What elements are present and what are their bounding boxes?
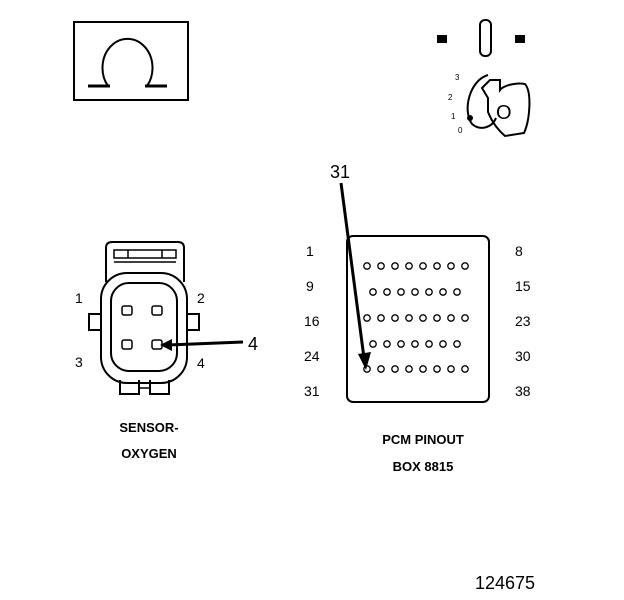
pcm-row-right-30: 30	[515, 348, 531, 364]
pcm-row-left-24: 24	[304, 348, 320, 364]
pcm-pin-21	[433, 314, 441, 322]
pcm-pin-23	[461, 314, 469, 322]
pcm-pin-35	[419, 365, 427, 373]
sensor-pin-label-4: 4	[197, 355, 205, 371]
sensor-pin-label-1: 1	[75, 290, 83, 306]
oxygen-sensor-connector	[88, 241, 200, 395]
pcm-pin-5	[419, 262, 427, 270]
figure-number: 124675	[475, 573, 535, 593]
sensor-terminal-4	[151, 339, 163, 350]
sensor-probe-arrow	[160, 339, 244, 351]
ignition-position-0: 0	[458, 126, 463, 135]
pcm-row-left-31: 31	[304, 383, 320, 399]
pcm-row-right-38: 38	[515, 383, 531, 399]
pcm-pin-26	[397, 340, 405, 348]
pcm-pin-37	[447, 365, 455, 373]
ignition-position-1: 1	[451, 112, 456, 121]
pcm-row-left-16: 16	[304, 313, 320, 329]
ignition-position-2: 2	[448, 93, 453, 102]
ohm-icon	[88, 37, 167, 88]
pcm-pin-25	[383, 340, 391, 348]
pcm-pin-10	[383, 288, 391, 296]
pcm-title-line1: PCM PINOUT	[382, 432, 464, 447]
pcm-row-right-15: 15	[515, 278, 531, 294]
pcm-pin-19	[405, 314, 413, 322]
ignition-key-icon: O	[466, 74, 531, 138]
ohmmeter-symbol	[73, 21, 189, 101]
pcm-pin-8	[461, 262, 469, 270]
pcm-pin-9	[369, 288, 377, 296]
pcm-pin-24	[369, 340, 377, 348]
pcm-pin-33	[391, 365, 399, 373]
ignition-positions: 3 2 1 0	[448, 73, 463, 135]
ignition-switch-icon	[437, 19, 525, 57]
pcm-pin-34	[405, 365, 413, 373]
key-label: O	[496, 102, 512, 124]
sensor-callout: 4	[248, 334, 258, 354]
pcm-pin-grid	[363, 262, 469, 373]
sensor-terminal-3	[121, 339, 133, 350]
pcm-pin-11	[397, 288, 405, 296]
pcm-pin-38	[461, 365, 469, 373]
sensor-pin-label-2: 2	[197, 290, 205, 306]
pcm-row-labels: 1 9 16 24 31 8 15 23 30 38	[304, 243, 531, 399]
pcm-pin-32	[377, 365, 385, 373]
pcm-pin-13	[425, 288, 433, 296]
pcm-pin-27	[411, 340, 419, 348]
pcm-pin-29	[439, 340, 447, 348]
pcm-pin-36	[433, 365, 441, 373]
pcm-pin-20	[419, 314, 427, 322]
pcm-row-right-8: 8	[515, 243, 523, 259]
pcm-pin-22	[447, 314, 455, 322]
pcm-pin-6	[433, 262, 441, 270]
pcm-pin-3	[391, 262, 399, 270]
sensor-terminal-1	[121, 305, 133, 316]
pcm-title-line2: BOX 8815	[393, 459, 454, 474]
sensor-title-line1: SENSOR-	[119, 420, 178, 435]
pcm-pin-1	[363, 262, 371, 270]
pcm-row-left-1: 1	[306, 243, 314, 259]
sensor-terminal-2	[151, 305, 163, 316]
pcm-callout: 31	[330, 162, 350, 182]
sensor-title-line2: OXYGEN	[121, 446, 177, 461]
pcm-pin-2	[377, 262, 385, 270]
pcm-pin-30	[453, 340, 461, 348]
pcm-pin-14	[439, 288, 447, 296]
pcm-pin-28	[425, 340, 433, 348]
pcm-pin-7	[447, 262, 455, 270]
pcm-pinout-box	[346, 235, 490, 403]
pcm-pin-17	[377, 314, 385, 322]
pcm-pin-15	[453, 288, 461, 296]
pcm-pin-4	[405, 262, 413, 270]
sensor-pin-label-3: 3	[75, 354, 83, 370]
pcm-row-left-9: 9	[306, 278, 314, 294]
pcm-pin-16	[363, 314, 371, 322]
pcm-pin-12	[411, 288, 419, 296]
ignition-position-3: 3	[455, 73, 460, 82]
pcm-pin-18	[391, 314, 399, 322]
pcm-probe-arrow	[339, 182, 371, 370]
pcm-row-right-23: 23	[515, 313, 531, 329]
